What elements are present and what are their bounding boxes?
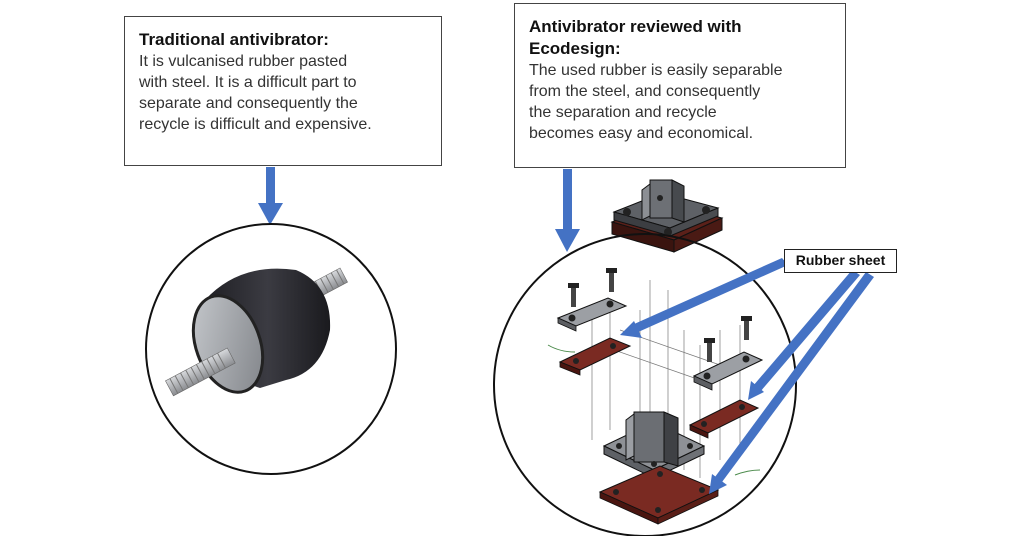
- right-down-arrow: [555, 169, 580, 252]
- exploded-view-diagram: [547, 268, 764, 525]
- traditional-callout-line-4: recycle is difficult and expensive.: [139, 116, 372, 133]
- ecodesign-callout-title-line-1: Antivibrator reviewed with: [529, 17, 742, 36]
- left-down-arrow: [258, 167, 283, 225]
- traditional-callout-line-1: It is vulcanised rubber pasted: [139, 53, 348, 70]
- ecodesign-callout-title-line-2: Ecodesign:: [529, 39, 621, 58]
- exploded-view-circle: [493, 233, 797, 536]
- rubber-sheet-label: Rubber sheet: [784, 249, 897, 273]
- traditional-callout-title: Traditional antivibrator:: [139, 30, 329, 49]
- ecodesign-antivibrator-callout: Antivibrator reviewed with Ecodesign: Th…: [514, 3, 846, 168]
- ecodesign-callout-line-1: The used rubber is easily separable: [529, 62, 783, 79]
- traditional-antivibrator-image: [165, 267, 348, 397]
- ecodesign-callout-line-2: from the steel, and consequently: [529, 83, 761, 100]
- traditional-antivibrator-callout: Traditional antivibrator: It is vulcanis…: [124, 16, 442, 166]
- assembled-ecodesign-antivibrator: [610, 179, 724, 253]
- ecodesign-callout-line-3: the separation and recycle: [529, 104, 717, 121]
- ecodesign-callout-line-4: becomes easy and economical.: [529, 125, 754, 142]
- rubber-sheet-pointer-arrows: [620, 258, 874, 494]
- traditional-callout-line-3: separate and consequently the: [139, 95, 358, 112]
- traditional-callout-line-2: with steel. It is a difficult part to: [139, 74, 357, 91]
